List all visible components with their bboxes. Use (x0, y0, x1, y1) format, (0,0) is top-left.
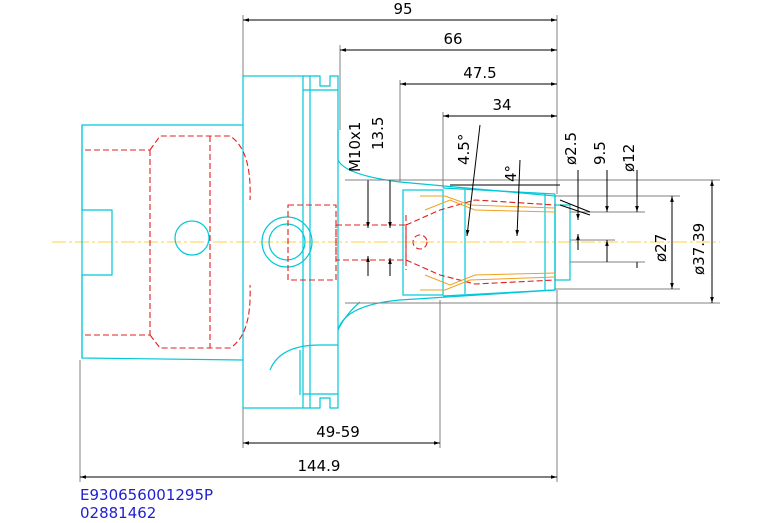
dim-49-59-label: 49-59 (316, 423, 360, 441)
holder-outline (81, 75, 571, 409)
collet (420, 195, 556, 291)
dim-47-5-label: 47.5 (463, 64, 496, 82)
dim-thread-label: M10x1 (346, 122, 364, 172)
dim-9-5-label: 9.5 (591, 141, 609, 165)
dim-dia-12-label: ø12 (620, 144, 638, 172)
dim-angle-4-label: 4° (502, 165, 520, 182)
part-code: E930656001295P (80, 486, 213, 504)
dim-13-5-label: 13.5 (369, 117, 387, 150)
dim-34-label: 34 (492, 96, 511, 114)
dim-dia-2-5-label: ø2.5 (562, 132, 580, 165)
dim-95-label: 95 (393, 0, 412, 18)
dim-angle-4-5-label: 4.5° (455, 134, 473, 165)
dimension-lines (79, 15, 720, 482)
dim-144-9-label: 144.9 (298, 457, 341, 475)
part-number: 02881462 (80, 504, 156, 522)
hidden-lines (85, 135, 556, 349)
dim-dia-37-39-label: ø37.39 (690, 223, 708, 275)
dim-66-label: 66 (443, 30, 462, 48)
dim-dia-27-label: ø27 (652, 234, 670, 262)
